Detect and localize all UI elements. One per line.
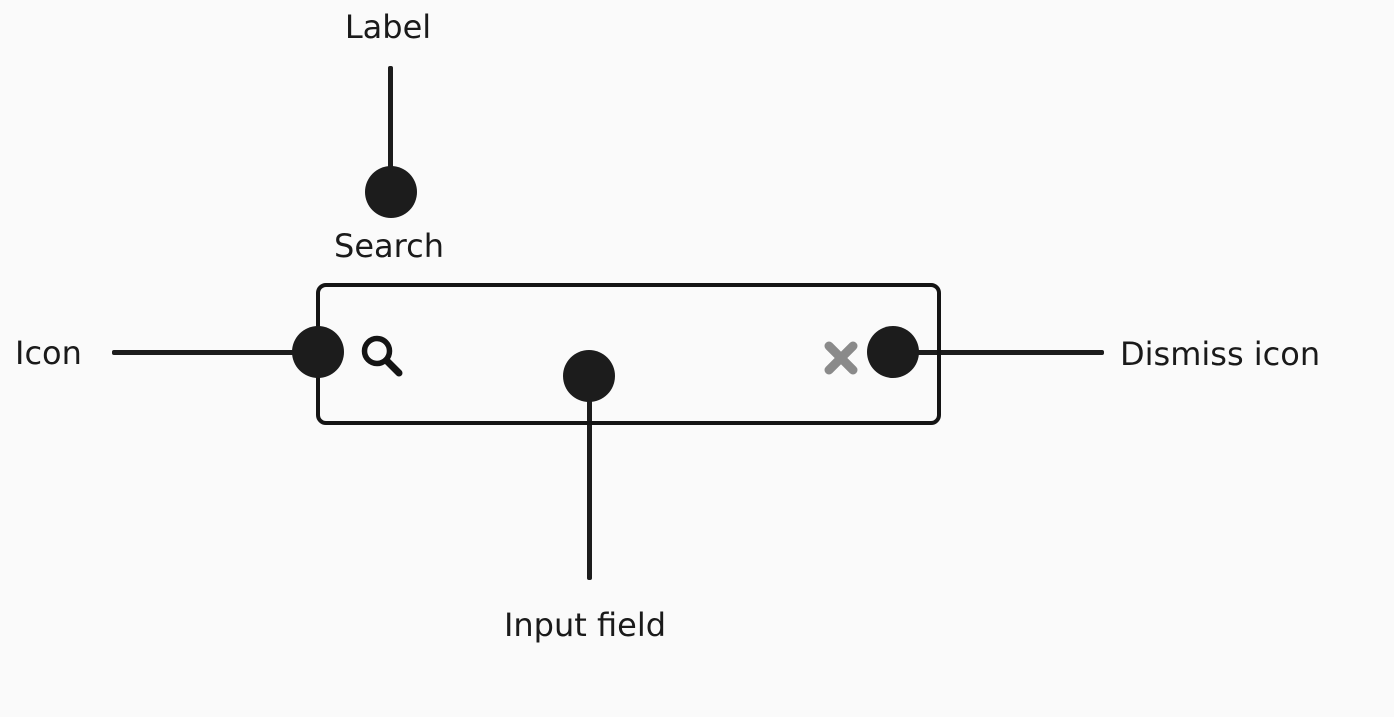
dismiss-icon[interactable]	[821, 338, 861, 378]
search-icon	[361, 335, 403, 377]
annotation-icon-dot	[292, 326, 344, 378]
search-input-area[interactable]	[412, 287, 812, 421]
annotation-input-line	[587, 376, 592, 580]
annotation-dismiss-text: Dismiss icon	[1120, 335, 1321, 373]
annotation-label-line	[388, 66, 393, 192]
search-field-label: Search	[334, 227, 444, 265]
annotation-input-text: Input field	[503, 606, 667, 644]
annotation-label-dot	[365, 166, 417, 218]
annotation-icon-text: Icon	[15, 334, 82, 372]
search-field[interactable]	[316, 283, 941, 425]
annotation-icon-line	[112, 350, 318, 355]
annotation-input-dot	[563, 350, 615, 402]
annotation-dismiss-dot	[867, 326, 919, 378]
annotation-dismiss-line	[893, 350, 1104, 355]
annotation-label-text: Label	[344, 8, 432, 46]
